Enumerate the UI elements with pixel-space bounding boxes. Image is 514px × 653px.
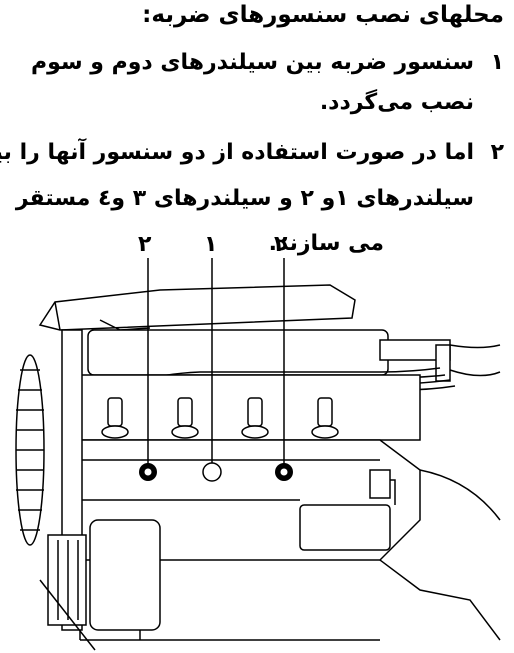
item-1-line-1: سنسور ضربه بین سیلندرهای دوم و سوم [31,50,474,75]
item-2-line-2: سیلندرهای ۱و ۲ و سیلندرهای ۳ و٤ مستقر [15,186,474,211]
heading: محلهای نصب سنسورهای ضربه: [142,2,504,28]
item-1-line-2: نصب می‌گردد. [319,90,474,115]
callout-label-left: ۲ [138,232,152,257]
item-2-line-1: اما در صورت استفاده از دو سنسور آنها را … [0,140,474,165]
item-2-line-3: می سازند. [268,231,384,256]
callout-label-center: ۱ [204,232,218,257]
item-2-number: ۲ [490,140,504,165]
item-1-number: ۱ [490,50,504,75]
callout-label-right: ۲ [274,232,288,257]
knock-sensor-center [202,462,222,482]
